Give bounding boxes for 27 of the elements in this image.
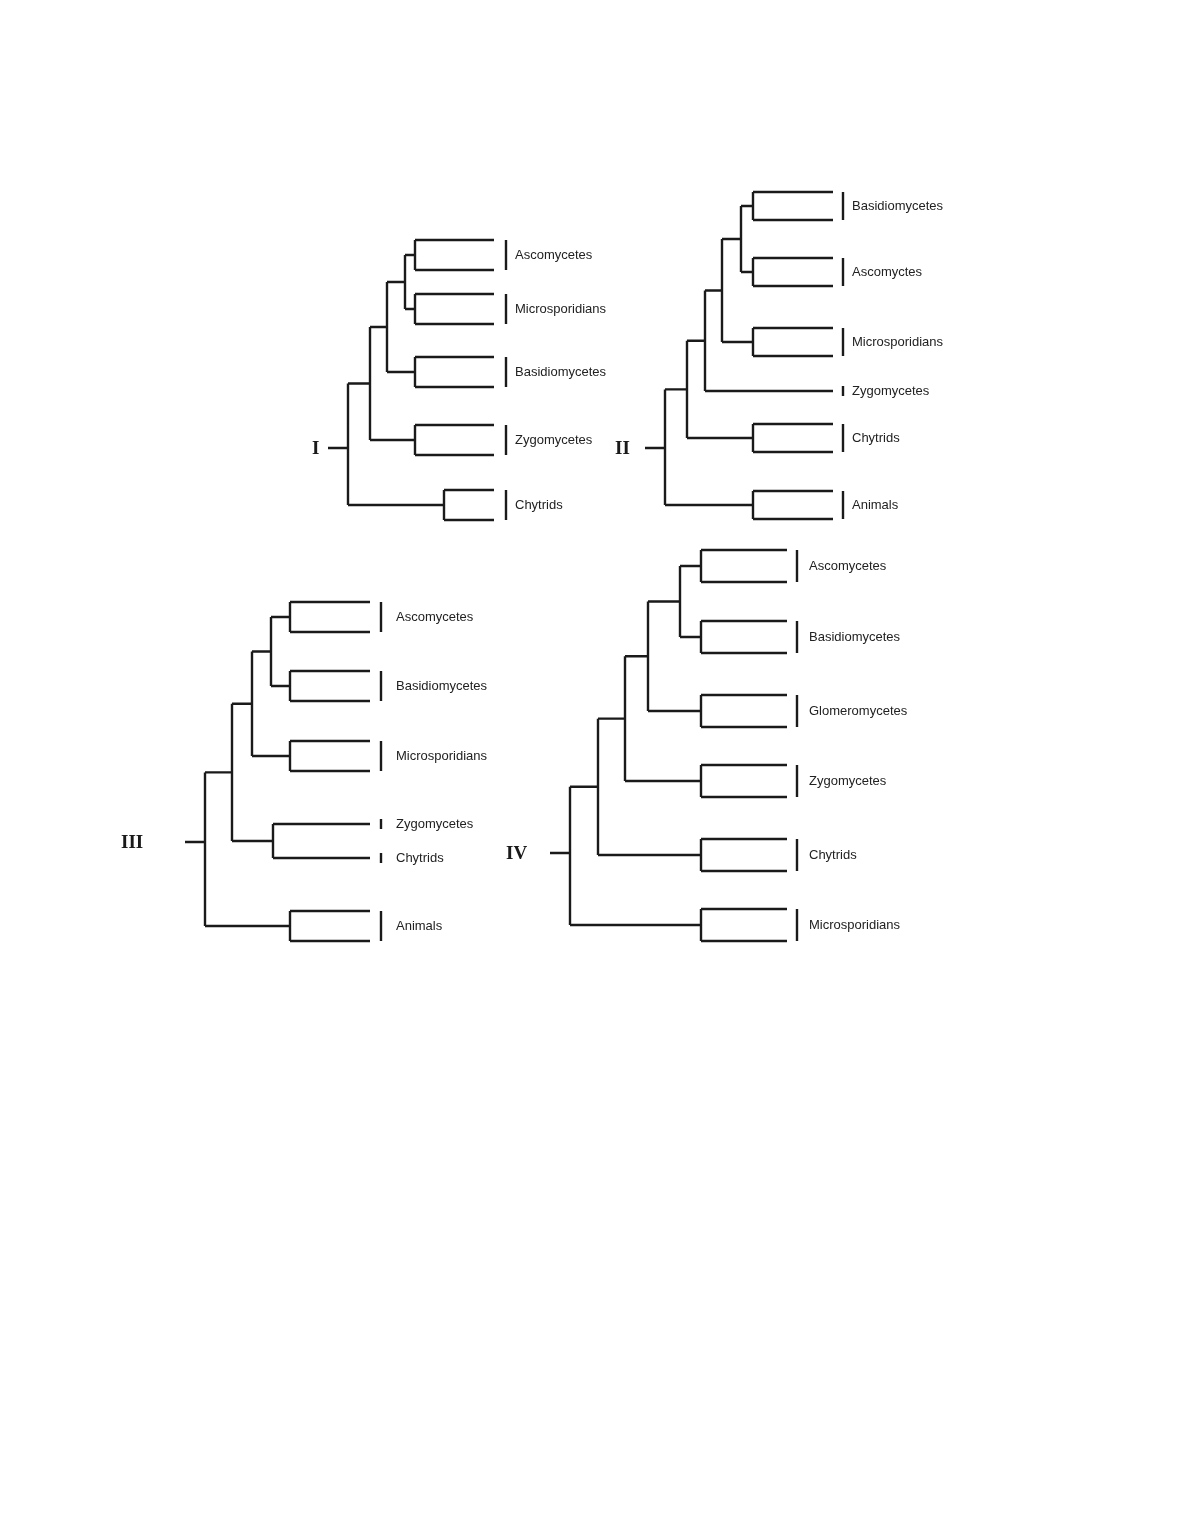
- taxon-label: Basidiomycetes: [809, 630, 901, 643]
- taxon-label: Animals: [852, 498, 899, 511]
- taxon-label: Chytrids: [396, 851, 444, 864]
- taxon-label: Microsporidians: [515, 302, 607, 315]
- tree-numeral: III: [121, 832, 144, 851]
- taxon-label: Microsporidians: [396, 749, 488, 762]
- taxon-label: Zygomycetes: [852, 384, 930, 397]
- taxon-label: Ascomycetes: [809, 559, 887, 572]
- taxon-label: Basidiomycetes: [396, 679, 488, 692]
- taxon-label: Ascomycetes: [396, 610, 474, 623]
- taxon-label: Chytrids: [852, 431, 900, 444]
- taxon-label: Animals: [396, 919, 443, 932]
- taxon-label: Basidiomycetes: [852, 199, 944, 212]
- tree-numeral: I: [312, 438, 320, 457]
- taxon-label: Ascomycetes: [515, 248, 593, 261]
- taxon-label: Glomeromycetes: [809, 704, 908, 717]
- taxon-label: Zygomycetes: [515, 433, 593, 446]
- taxon-label: Microsporidians: [852, 335, 944, 348]
- tree-numeral: IV: [506, 843, 528, 862]
- taxon-label: Zygomycetes: [396, 817, 474, 830]
- tree-numeral: II: [615, 438, 630, 457]
- taxon-label: Basidiomycetes: [515, 365, 607, 378]
- taxon-label: Zygomycetes: [809, 774, 887, 787]
- taxon-label: Ascomyctes: [852, 265, 923, 278]
- taxon-label: Chytrids: [809, 848, 857, 861]
- taxon-label: Chytrids: [515, 498, 563, 511]
- taxon-label: Microsporidians: [809, 918, 901, 931]
